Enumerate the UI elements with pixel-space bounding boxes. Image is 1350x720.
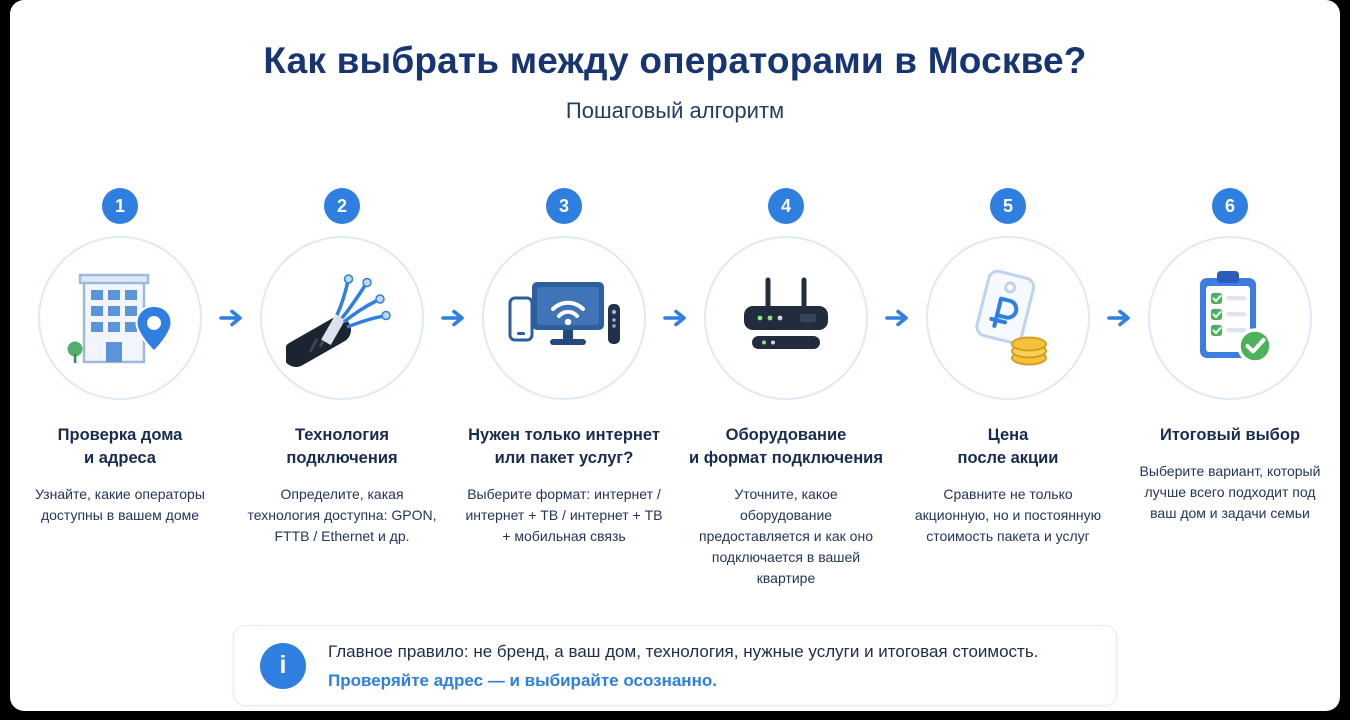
step-4-title-line2: и формат подключения (689, 449, 883, 468)
step-4-title: Оборудование и формат подключения (689, 424, 883, 470)
arrow-right-icon (441, 308, 465, 328)
step-6-title-line1: Итоговый выбор (1159, 426, 1301, 444)
step-4-description: Уточните, какое оборудование предоставля… (698, 486, 873, 587)
arrow-right-icon (663, 308, 687, 328)
fiber-cable-icon (286, 274, 391, 367)
step-1-title: Проверка дома и адреса (58, 424, 183, 470)
step-2-number-badge: 2 (324, 188, 360, 224)
step-6-number-badge: 6 (1212, 188, 1248, 224)
step-3: 3 Нужен то (465, 188, 663, 547)
step-5-title: Цена после акции (958, 424, 1059, 470)
step-1-description: Узнайте, какие операторы доступны в ваше… (35, 486, 205, 524)
step-2-title: Технология подключения (286, 424, 397, 470)
step-2-title-line1: Технология (294, 426, 389, 444)
router-icon (744, 277, 828, 349)
steps-row: 1 Проверка дома и адреса (10, 188, 1340, 589)
callout-text: Главное правило: не бренд, а ваш дом, те… (328, 640, 1038, 691)
info-icon: i (260, 642, 306, 689)
step-2-title-line2: подключения (286, 449, 398, 468)
step-5-title-line1: Цена (987, 426, 1029, 444)
step-5-title-line2: после акции (957, 449, 1059, 468)
step-1-title-line1: Проверка дома (57, 426, 183, 444)
step-5: 5 Цена после акции Сравните не только (909, 188, 1107, 547)
step-2-icon-circle (260, 236, 424, 400)
step-6: 6 (1131, 188, 1329, 524)
step-6-icon-circle (1148, 236, 1312, 400)
building-location-icon (67, 273, 173, 364)
step-3-icon-circle (482, 236, 646, 400)
step-4: 4 Оборудование и формат подключения (687, 188, 885, 589)
step-4-icon-circle (704, 236, 868, 400)
step-6-title: Итоговый выбор (1160, 424, 1300, 447)
infographic-page: Как выбрать между операторами в Москве? … (10, 0, 1340, 711)
page-title: Как выбрать между операторами в Москве? (263, 40, 1087, 81)
step-3-description: Выберите формат: интернет / интернет + Т… (465, 486, 663, 545)
step-5-number-badge: 5 (990, 188, 1026, 224)
step-6-description: Выберите вариант, который лучше всего по… (1139, 463, 1321, 522)
step-1-icon-circle (38, 236, 202, 400)
price-tag-coins-icon (975, 269, 1047, 366)
step-5-icon-circle (926, 236, 1090, 400)
callout-rule-text: Главное правило: не бренд, а ваш дом, те… (328, 642, 1039, 662)
step-3-title-line1: Нужен только интернет (468, 426, 660, 444)
info-callout: i Главное правило: не бренд, а ваш дом, … (233, 625, 1117, 706)
devices-wifi-icon (508, 282, 620, 345)
checklist-icon (1200, 271, 1273, 364)
step-2-description: Определите, какая технология доступна: G… (247, 486, 437, 545)
step-1: 1 Проверка дома и адреса (21, 188, 219, 526)
arrow-right-icon (885, 308, 909, 328)
step-3-number-badge: 3 (546, 188, 582, 224)
step-1-number-badge: 1 (102, 188, 138, 224)
step-5-description: Сравните не только акционную, но и посто… (914, 486, 1102, 545)
step-1-title-line2: и адреса (84, 449, 156, 468)
arrow-right-icon (219, 308, 243, 328)
page-subtitle: Пошаговый алгоритм (565, 98, 785, 123)
step-4-number-badge: 4 (768, 188, 804, 224)
step-4-title-line1: Оборудование (725, 426, 847, 444)
step-2: 2 Технология подключения (243, 188, 441, 547)
step-3-title-line2: или пакет услуг? (494, 449, 634, 468)
step-3-title: Нужен только интернет или пакет услуг? (468, 424, 660, 470)
callout-check-address-link[interactable]: Проверяйте адрес — и выбирайте осознанно… (328, 670, 717, 690)
arrow-right-icon (1107, 308, 1131, 328)
